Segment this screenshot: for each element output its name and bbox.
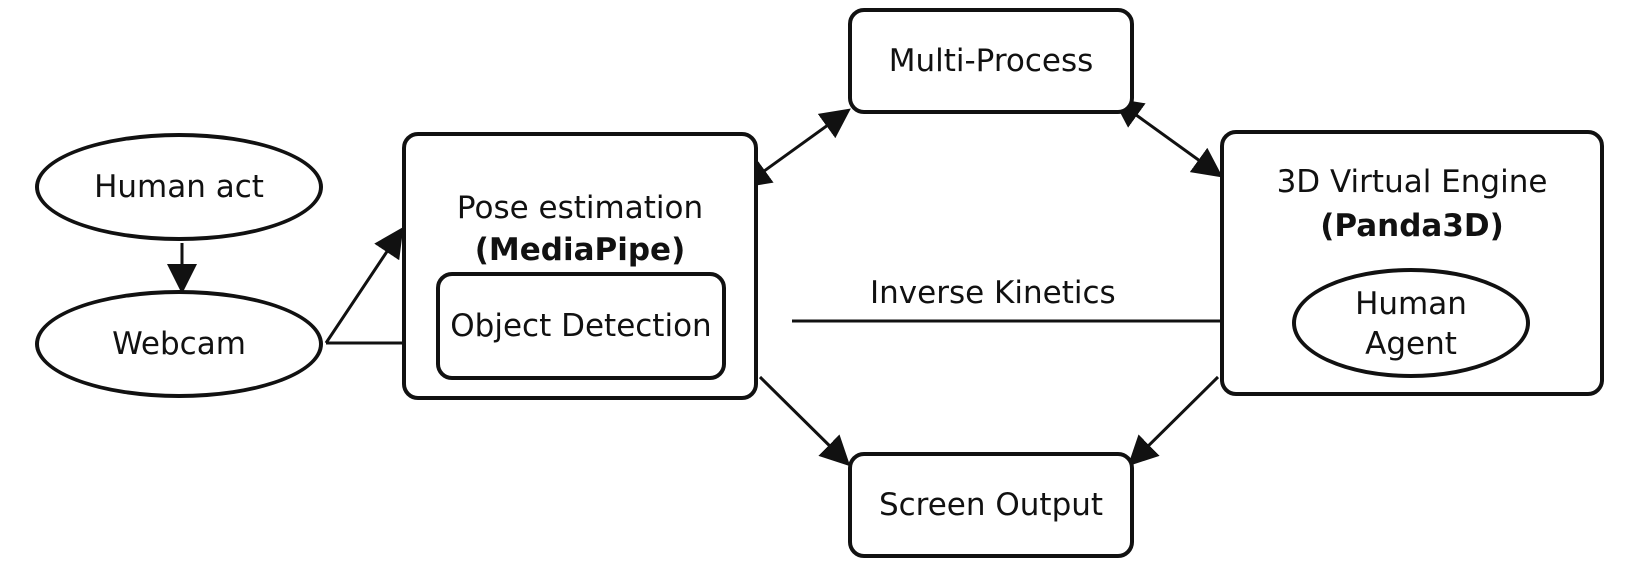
- human-act-label: Human act: [94, 169, 264, 205]
- inverse-kinetics-label: Inverse Kinetics: [870, 275, 1116, 311]
- pose-estimation-subtitle: (MediaPipe): [474, 232, 686, 268]
- arrow-multiprocess-engine: [1112, 97, 1223, 178]
- multi-process-node: Multi-Process: [848, 8, 1134, 114]
- multi-process-label: Multi-Process: [888, 43, 1094, 79]
- human-agent-label-line1: Human: [1355, 286, 1467, 322]
- webcam-node: Webcam: [35, 290, 323, 398]
- object-detection-node: Object Detection: [436, 272, 726, 380]
- arrow-pose-to-screen: [758, 375, 851, 467]
- virtual-engine-title: 3D Virtual Engine: [1276, 164, 1548, 200]
- screen-output-label: Screen Output: [878, 487, 1104, 523]
- human-act-node: Human act: [35, 133, 323, 241]
- virtual-engine-subtitle: (Panda3D): [1320, 208, 1504, 244]
- screen-output-node: Screen Output: [848, 452, 1134, 558]
- arrow-engine-to-screen: [1127, 375, 1220, 467]
- arrow-webcam-to-pose: [324, 227, 404, 344]
- human-agent-label-line2: Agent: [1365, 326, 1457, 362]
- pose-estimation-title: Pose estimation: [456, 190, 704, 226]
- arrow-pose-multiprocess: [740, 108, 851, 189]
- object-detection-label: Object Detection: [450, 308, 712, 344]
- human-agent-node: Human Agent: [1292, 268, 1530, 378]
- webcam-label: Webcam: [112, 326, 246, 362]
